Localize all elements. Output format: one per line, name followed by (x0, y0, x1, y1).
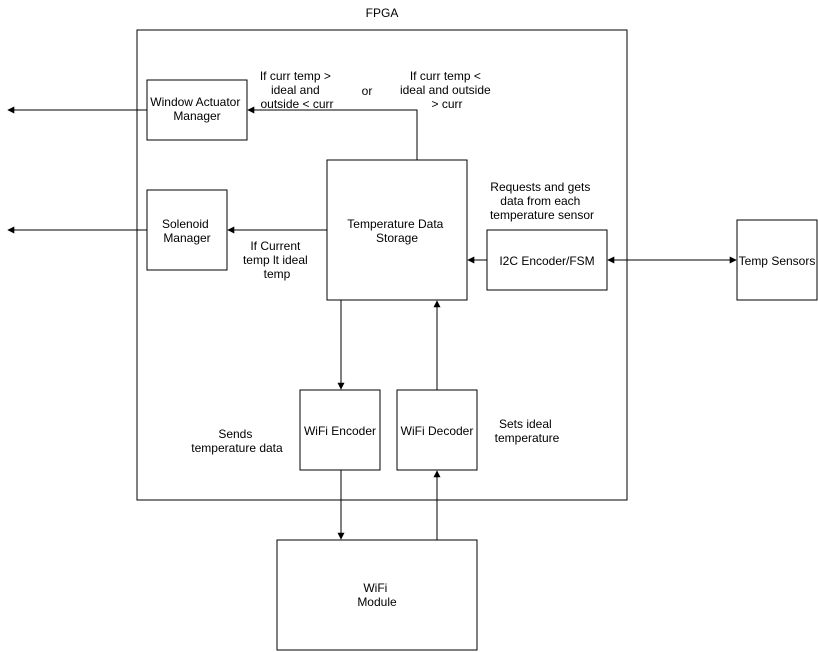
wifi-decoder-label: WiFi Decoder (401, 424, 474, 438)
sets-ideal-temperature-label: Sets ideal temperature (495, 417, 560, 445)
solenoid-manager-box (146, 189, 228, 271)
fpga-title: FPGA (366, 6, 399, 20)
window-condition-2-label: If curr temp < ideal and outside > curr (400, 69, 494, 111)
window-actuator-manager-box (146, 79, 248, 141)
i2c-encoder-box (486, 229, 608, 291)
window-condition-1-label: If curr temp > ideal and outside < curr (260, 69, 334, 111)
wifi-module-box (276, 539, 478, 651)
temp-sensors-box (736, 219, 818, 301)
temperature-data-storage-box (326, 159, 468, 301)
storage-to-window-actuator-arrow (247, 106, 418, 160)
wifi-module-label: WiFi Module (357, 581, 397, 609)
sends-temperature-data-label: Sends temperature data (191, 427, 283, 455)
window-actuator-manager-label: Window Actuator Manager (150, 95, 243, 123)
wifi-encoder-label: WiFi Encoder (304, 424, 376, 438)
solenoid-condition-label: If Current temp lt ideal temp (243, 239, 311, 281)
wifi-encoder-box (299, 389, 381, 471)
i2c-note-label: Requests and gets data from each tempera… (490, 180, 594, 222)
i2c-encoder-label: I2C Encoder/FSM (499, 254, 594, 268)
temp-sensors-label: Temp Sensors (739, 254, 816, 268)
solenoid-manager-label: Solenoid Manager (162, 217, 212, 245)
temperature-data-storage-label: Temperature Data Storage (347, 217, 446, 245)
or-label: or (362, 84, 373, 98)
